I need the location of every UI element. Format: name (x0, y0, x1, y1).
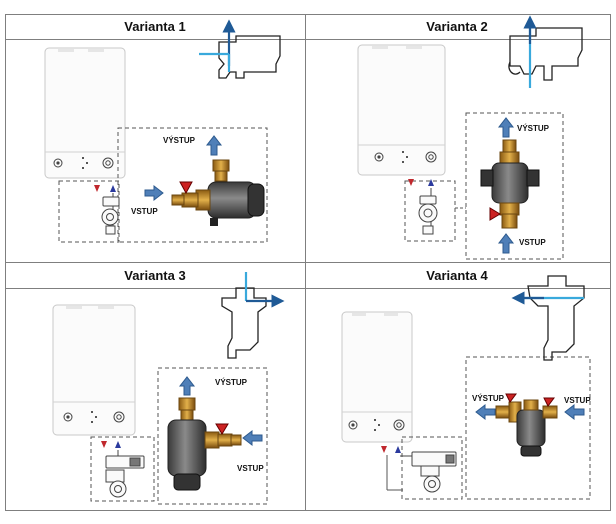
pipe-zone-box (58, 180, 120, 243)
panel-4-title: Varianta 4 (426, 268, 488, 283)
orientation-pictogram (511, 275, 585, 361)
output-label: VÝSTUP (215, 378, 248, 387)
filter-unit (171, 159, 265, 226)
flow-arrow (242, 429, 263, 447)
filter-zone-box (157, 367, 268, 505)
panel-2: VÝSTUP VSTUP (357, 15, 583, 260)
input-label: VSTUP (131, 207, 158, 216)
flow-arrow (564, 403, 585, 421)
filter-unit (167, 397, 242, 491)
flow-arrow (497, 233, 515, 254)
valve-assembly (101, 193, 120, 235)
filter-zone-box (465, 112, 564, 260)
boiler-unit (44, 47, 126, 179)
valve-assembly (400, 451, 457, 493)
cold-marker (395, 446, 401, 453)
panel-1: VÝSTUP VSTUP (44, 19, 281, 243)
filter-zone-box (117, 127, 268, 243)
orientation-pictogram (199, 19, 281, 79)
panel-4: VÝSTUP VSTUP (341, 275, 591, 500)
pipe-zone-box (401, 436, 463, 500)
hot-marker (381, 446, 387, 453)
input-label: VSTUP (564, 396, 591, 405)
filter-unit (495, 393, 558, 457)
flow-arrow (475, 403, 496, 421)
valve-assembly (105, 450, 145, 498)
cold-marker (115, 441, 121, 448)
panel-3: VÝSTUP VSTUP (52, 272, 285, 505)
boiler-unit (52, 304, 136, 436)
cold-marker (110, 185, 116, 192)
boiler-unit (357, 44, 446, 176)
valve-assembly (418, 188, 438, 235)
pipe-zone-box (90, 436, 155, 502)
hot-marker (408, 179, 414, 186)
hot-marker (94, 185, 100, 192)
boiler-unit (341, 311, 413, 443)
pipe-zone-box (404, 180, 456, 242)
orientation-pictogram (221, 272, 285, 359)
flow-arrow (144, 184, 164, 202)
panel-3-title: Varianta 3 (124, 268, 185, 283)
hot-marker (101, 441, 107, 448)
orientation-pictogram (508, 15, 583, 88)
flow-arrow (205, 135, 223, 156)
flow-arrow (178, 376, 196, 396)
flow-arrow (497, 117, 515, 138)
cold-marker (428, 179, 434, 186)
output-label: VÝSTUP (472, 394, 505, 403)
output-label: VÝSTUP (163, 136, 196, 145)
input-label: VSTUP (237, 464, 264, 473)
input-label: VSTUP (519, 238, 546, 247)
output-label: VÝSTUP (517, 124, 550, 133)
panel-1-title: Varianta 1 (124, 19, 185, 34)
filter-unit (480, 139, 540, 229)
panel-2-title: Varianta 2 (426, 19, 487, 34)
